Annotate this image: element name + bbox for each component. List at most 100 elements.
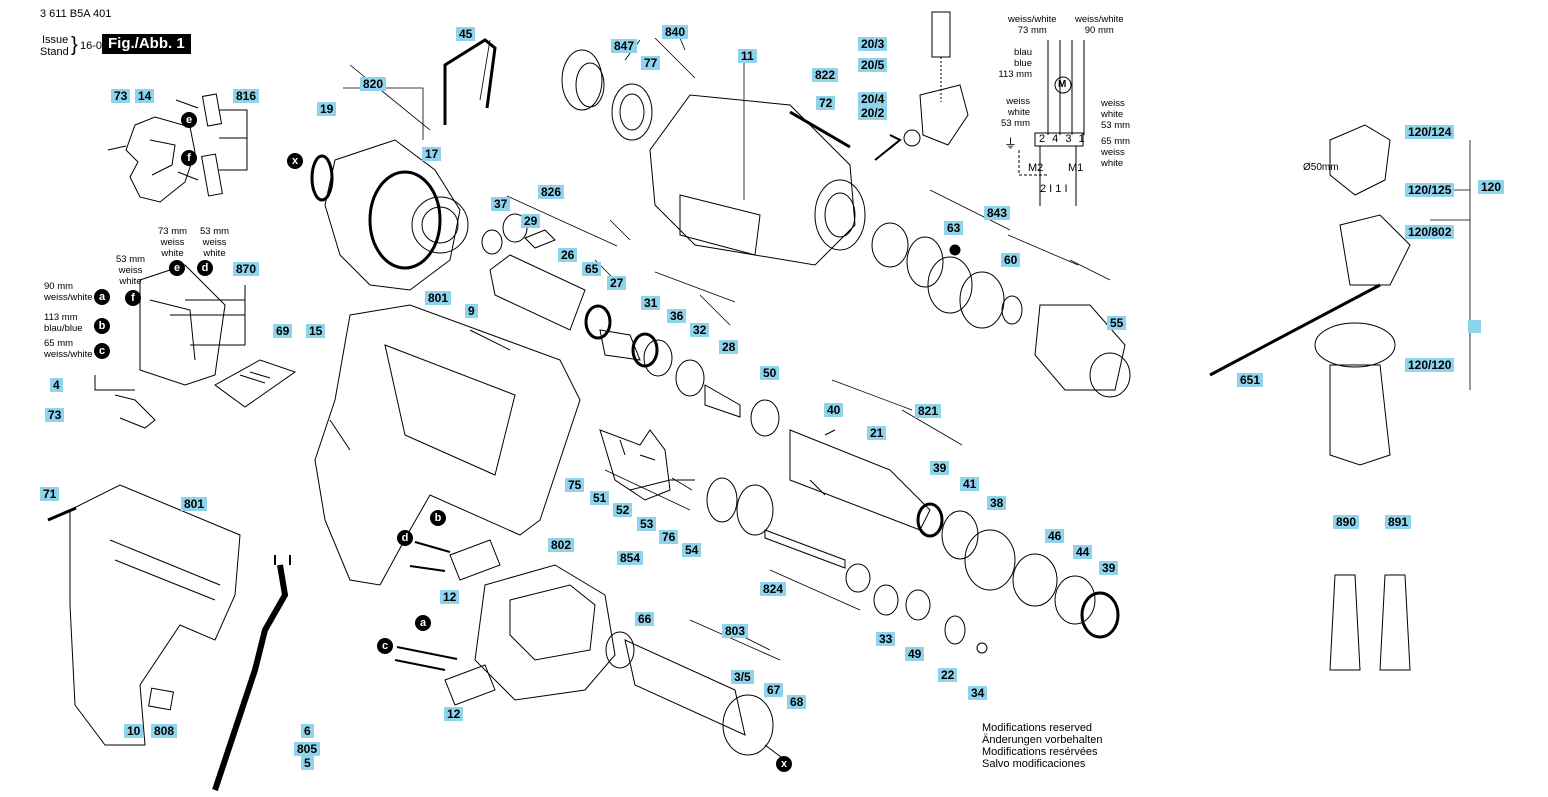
wire-letter-d-field: d [397, 530, 413, 546]
wire-letter-x-bottom: x [776, 756, 792, 772]
carbon-brush-drawing [874, 11, 969, 161]
callout-19: 19 [317, 102, 337, 116]
callout-808: 808 [151, 724, 178, 738]
schematic-bottom: 2 I 1 I [1040, 183, 1068, 195]
callout-854: 854 [617, 551, 644, 565]
callout-63: 63 [944, 221, 964, 235]
callout-65: 65 [582, 262, 602, 276]
callout-49: 49 [905, 647, 925, 661]
callout-69: 69 [273, 324, 293, 338]
callout-44: 44 [1073, 545, 1093, 559]
callout-72: 72 [816, 96, 836, 110]
armature-drawing [605, 631, 786, 761]
callout-840: 840 [662, 25, 689, 39]
callout-26: 26 [558, 248, 578, 262]
schematic-m2: M2 [1028, 162, 1044, 174]
callout-53: 53 [637, 517, 657, 531]
callout-73-bottom: 73 [45, 408, 65, 422]
callout-12-lower: 12 [444, 707, 464, 721]
screw-drawing [789, 110, 851, 149]
callout-5: 5 [301, 756, 314, 770]
stand-label: Stand [40, 46, 69, 58]
callout-41: 41 [960, 477, 980, 491]
callout-32: 32 [690, 323, 710, 337]
schematic-terminals: 2 4 3 1 [1039, 133, 1087, 145]
callout-45: 45 [456, 27, 476, 41]
callout-821: 821 [915, 404, 942, 418]
callout-14: 14 [135, 89, 155, 103]
hammer-housing-drawing [649, 94, 866, 266]
modifications-notice: Modifications reserved Änderungen vorbeh… [982, 722, 1103, 770]
housing-half-drawing [69, 484, 241, 746]
callout-76: 76 [659, 530, 679, 544]
front-assembly-drawing [871, 222, 1131, 398]
callout-6: 6 [301, 724, 314, 738]
wire-letter-e-brush: e [181, 112, 197, 128]
auxiliary-handle-drawing [1209, 124, 1411, 466]
brace-glyph: } [71, 34, 78, 56]
gear-drawing [941, 510, 1120, 639]
intermediate-shaft-drawing [789, 429, 944, 538]
cable-drawing [212, 555, 291, 791]
callout-66: 66 [635, 612, 655, 626]
callout-55: 55 [1107, 316, 1127, 330]
callout-27: 27 [607, 276, 627, 290]
issue-label: Issue [42, 34, 69, 46]
marker-square [1468, 320, 1481, 333]
wire-letter-c: c [94, 343, 110, 359]
seal-drawing [561, 49, 603, 111]
figure-label: Fig./Abb. 1 [102, 34, 191, 54]
callout-46: 46 [1045, 529, 1065, 543]
callout-17: 17 [422, 147, 442, 161]
wire-letter-b-field: b [430, 510, 446, 526]
callout-890: 890 [1333, 515, 1360, 529]
wire-letter-d: d [197, 260, 213, 276]
gearbox-housing-drawing [310, 139, 469, 291]
callout-15: 15 [306, 324, 326, 338]
lever-drawing [599, 429, 695, 501]
switch-drawing [94, 264, 246, 429]
wire-letter-f: f [125, 290, 141, 306]
callout-39-upper: 39 [930, 461, 950, 475]
callout-3-5: 3/5 [731, 670, 754, 684]
schematic-m1: M1 [1068, 162, 1084, 174]
callout-68: 68 [787, 695, 807, 709]
ring-drawing [873, 584, 899, 616]
callout-822: 822 [812, 68, 839, 82]
callout-120-120: 120/120 [1405, 358, 1455, 372]
callout-10: 10 [124, 724, 144, 738]
callout-67: 67 [764, 683, 784, 697]
callout-75: 75 [565, 478, 585, 492]
part-code: 3 611 B5A 401 [40, 8, 112, 20]
callout-39-lower: 39 [1099, 561, 1119, 575]
callout-9: 9 [465, 304, 478, 318]
callout-22: 22 [938, 668, 958, 682]
clamp-drawing [443, 38, 497, 125]
wire-letter-e: e [169, 260, 185, 276]
callout-20-2: 20/2 [858, 106, 888, 120]
callout-20-4: 20/4 [858, 92, 888, 106]
callout-820: 820 [360, 77, 387, 91]
brush-holder-12 [449, 539, 501, 581]
leader-lines [343, 37, 1471, 661]
callout-52: 52 [613, 503, 633, 517]
callout-40: 40 [824, 403, 844, 417]
callout-12-upper: 12 [440, 590, 460, 604]
callout-33: 33 [876, 632, 896, 646]
callout-802: 802 [548, 538, 575, 552]
callout-54: 54 [682, 543, 702, 557]
callout-651: 651 [1237, 373, 1264, 387]
cover-drawing [214, 359, 297, 408]
grease-tube-drawing [1329, 574, 1411, 671]
callout-801-lower: 801 [181, 497, 208, 511]
callout-120-124: 120/124 [1405, 125, 1455, 139]
brush-holder-drawing [107, 93, 248, 203]
